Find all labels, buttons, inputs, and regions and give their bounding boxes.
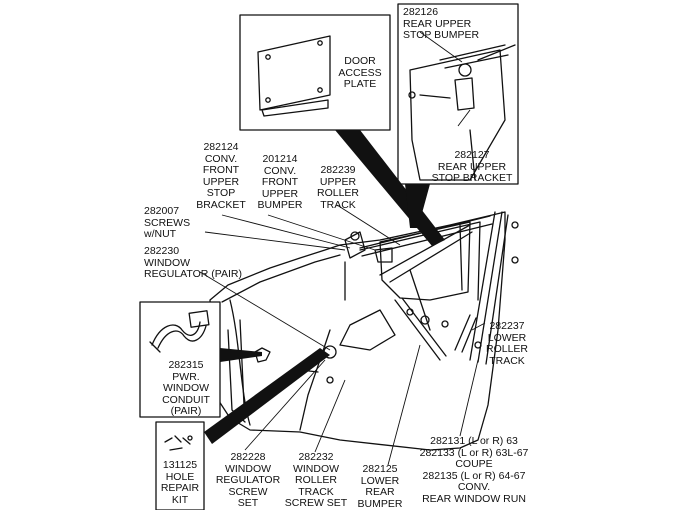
label-lower-rear-bumper: 282125 LOWER REAR BUMPER	[357, 463, 403, 510]
power-window-conduit	[151, 321, 201, 346]
label-conv-rear-window-run: 282131 (L or R) 63 282133 (L or R) 63L-6…	[419, 435, 529, 505]
label-window-regulator-pair: 282230 WINDOW REGULATOR (PAIR)	[144, 245, 243, 280]
repair-kit-pointer	[204, 348, 330, 444]
label-hole-repair-kit: 131125 HOLE REPAIR KIT	[160, 459, 200, 506]
conduit-pointer	[220, 348, 262, 362]
hole-repair-kit	[164, 435, 191, 451]
label-door-access-plate: DOOR ACCESS PLATE	[338, 55, 382, 90]
label-conv-front-upper-bumper: 201214 CONV. FRONT UPPER BUMPER	[257, 153, 303, 211]
label-pwr-window-conduit: 282315 PWR. WINDOW CONDUIT (PAIR)	[162, 359, 210, 417]
label-upper-roller-track: 282239 UPPER ROLLER TRACK	[316, 164, 359, 211]
rear-upper-stop-bracket	[454, 77, 475, 111]
lower-roller-track	[454, 314, 477, 353]
rear-stop-pointer	[405, 184, 430, 228]
door-access-plate	[257, 35, 331, 111]
label-conv-front-upper-stop-bracket: 282124 CONV. FRONT UPPER STOP BRACKET	[196, 141, 246, 211]
label-rear-upper-stop-bumper: 282126 REAR UPPER STOP BUMPER	[403, 6, 480, 41]
label-lower-roller-track: 282237 LOWER ROLLER TRACK	[485, 320, 528, 367]
rear-window-run	[469, 211, 509, 365]
label-screws-w-nut: 282007 SCREWS w/NUT	[144, 205, 191, 240]
label-window-regulator-screw-set: 282228 WINDOW REGULATOR SCREW SET	[215, 451, 281, 509]
window-regulator	[339, 224, 473, 361]
label-rear-upper-stop-bracket: 282127 REAR UPPER STOP BRACKET	[431, 149, 513, 184]
door-shell	[209, 211, 506, 451]
label-window-roller-track-screw-set: 282232 WINDOW ROLLER TRACK SCREW SET	[284, 451, 348, 509]
window-glass	[379, 221, 471, 301]
